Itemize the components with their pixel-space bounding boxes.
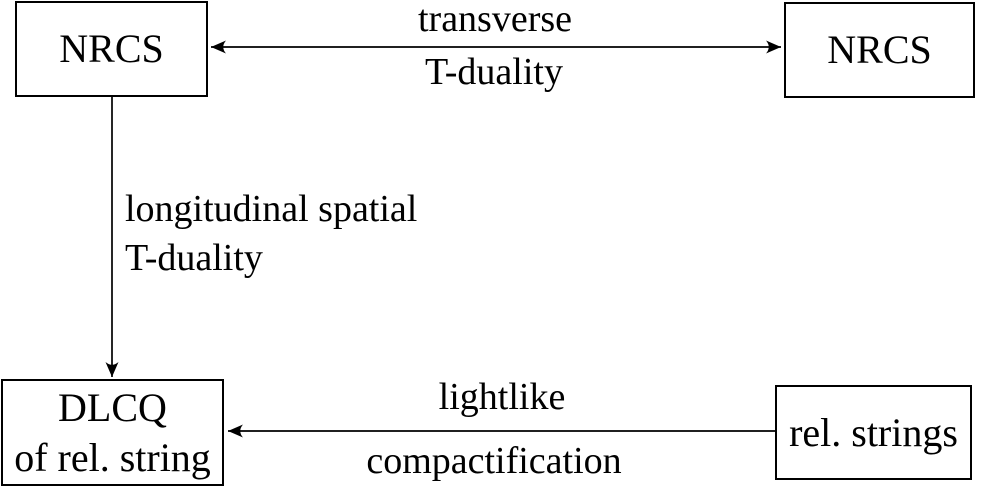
edge-label-transverse: transverse	[417, 0, 573, 40]
box-nrcs-left-label: NRCS	[59, 26, 164, 71]
box-rel-strings: rel. strings	[775, 385, 972, 480]
box-dlcq-label-line1: DLCQ	[58, 384, 167, 430]
box-nrcs-right: NRCS	[784, 2, 975, 98]
box-nrcs-left: NRCS	[15, 1, 208, 97]
edge-label-compactification: compactification	[366, 440, 622, 482]
box-rel-strings-label: rel. strings	[789, 409, 958, 455]
edge-label-lightlike: lightlike	[438, 376, 566, 418]
box-dlcq-of-rel-string: DLCQ of rel. string	[1, 379, 224, 486]
box-dlcq-label-line2: of rel. string	[14, 434, 211, 480]
edge-label-longitudinal-line1: longitudinal spatial	[125, 188, 418, 230]
edge-label-transverse-tduality: T-duality	[425, 51, 563, 93]
edge-label-longitudinal-spatial-tduality: longitudinal spatial T-duality	[125, 185, 417, 283]
box-nrcs-right-label: NRCS	[827, 27, 932, 72]
edge-label-longitudinal-line2: T-duality	[125, 237, 263, 279]
